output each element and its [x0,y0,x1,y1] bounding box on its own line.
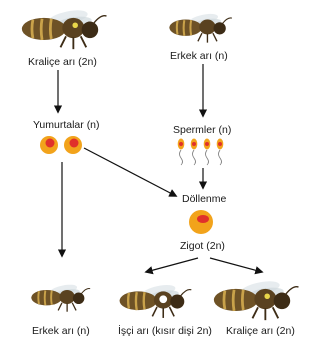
arrow-eggs-to-fertilization [84,148,176,196]
sperm-4 [217,139,224,166]
sperm-1 [178,139,185,166]
egg-cell-1 [40,136,58,154]
sperm-cells [178,139,224,166]
arrow-zygote-to-queen [210,258,262,272]
egg-cell-2 [64,136,82,154]
sperm-3 [204,139,211,166]
arrow-zygote-to-worker [146,258,198,272]
zygote-cell [189,210,213,234]
sperm-2 [191,139,198,166]
